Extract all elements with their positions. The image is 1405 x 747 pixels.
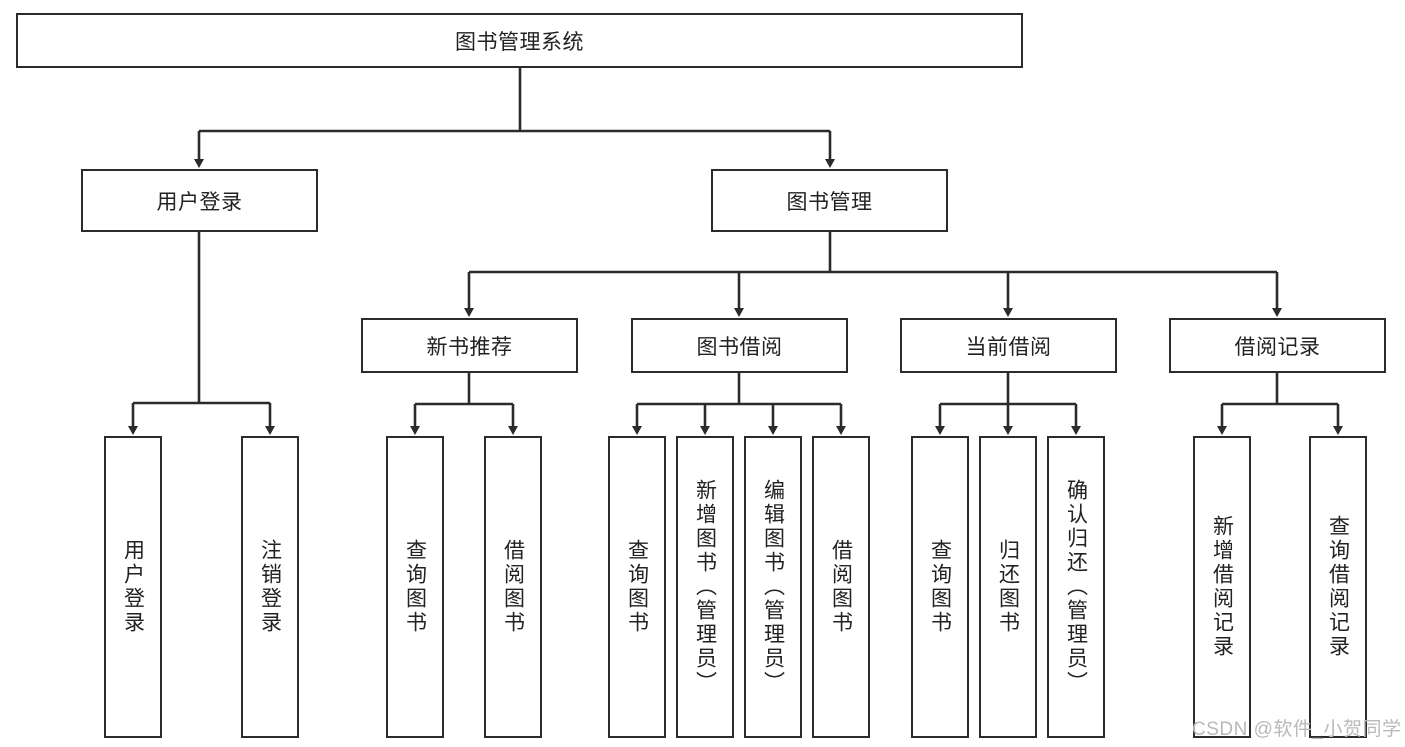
node-leaf-logout-label: 注销登录 [258,539,282,635]
node-leaf-add-book[interactable]: 新增图书（管理员） [676,436,734,738]
node-leaf-borrow-book[interactable]: 借阅图书 [812,436,870,738]
node-leaf-query-record-label: 查询借阅记录 [1326,515,1350,659]
node-borrow-record-label: 借阅记录 [1234,335,1321,359]
node-leaf-query-book-cur[interactable]: 查询图书 [911,436,969,738]
node-leaf-borrow-book-label: 借阅图书 [829,539,853,635]
node-leaf-add-record-label: 新增借阅记录 [1210,515,1234,659]
node-leaf-confirm-return[interactable]: 确认归还（管理员） [1047,436,1105,738]
node-borrow-record[interactable]: 借阅记录 [1169,318,1386,373]
node-book-borrow-label: 图书借阅 [696,335,783,359]
node-leaf-add-book-label: 新增图书（管理员） [693,479,717,695]
node-leaf-query-book-rec[interactable]: 查询图书 [386,436,444,738]
node-leaf-borrow-book-rec[interactable]: 借阅图书 [484,436,542,738]
node-leaf-query-book-rec-label: 查询图书 [403,539,427,635]
node-leaf-borrow-book-rec-label: 借阅图书 [501,539,525,635]
node-current-borrow-label: 当前借阅 [965,335,1052,359]
node-leaf-query-record[interactable]: 查询借阅记录 [1309,436,1367,738]
node-leaf-user-login-label: 用户登录 [121,539,145,635]
node-leaf-return-book-label: 归还图书 [996,539,1020,635]
node-leaf-return-book[interactable]: 归还图书 [979,436,1037,738]
node-user-login-label: 用户登录 [156,190,243,214]
node-leaf-user-login[interactable]: 用户登录 [104,436,162,738]
node-leaf-edit-book-label: 编辑图书（管理员） [761,479,785,695]
node-new-book-rec-label: 新书推荐 [426,335,513,359]
node-book-manage[interactable]: 图书管理 [711,169,948,232]
node-leaf-confirm-return-label: 确认归还（管理员） [1064,479,1088,695]
node-user-login[interactable]: 用户登录 [81,169,318,232]
node-leaf-query-book-borrow-label: 查询图书 [625,539,649,635]
node-leaf-logout[interactable]: 注销登录 [241,436,299,738]
node-leaf-query-book-cur-label: 查询图书 [928,539,952,635]
node-book-borrow[interactable]: 图书借阅 [631,318,848,373]
node-current-borrow[interactable]: 当前借阅 [900,318,1117,373]
node-root[interactable]: 图书管理系统 [16,13,1023,68]
node-leaf-query-book-borrow[interactable]: 查询图书 [608,436,666,738]
node-leaf-edit-book[interactable]: 编辑图书（管理员） [744,436,802,738]
node-root-label: 图书管理系统 [455,30,584,54]
node-new-book-rec[interactable]: 新书推荐 [361,318,578,373]
node-leaf-add-record[interactable]: 新增借阅记录 [1193,436,1251,738]
node-book-manage-label: 图书管理 [786,190,873,214]
